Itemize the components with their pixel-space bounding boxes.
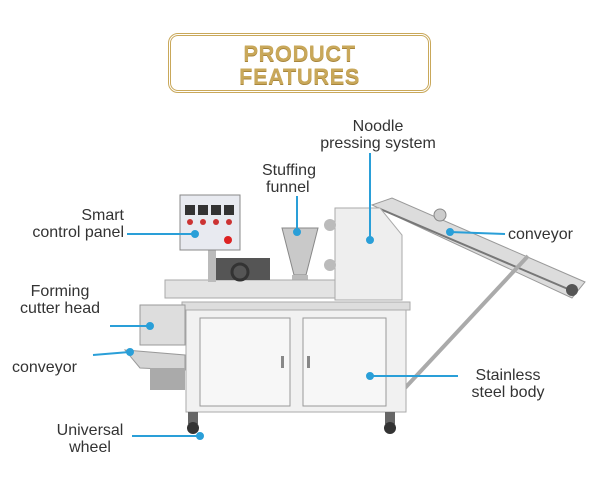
title-banner: PRODUCT FEATURES [168, 33, 431, 93]
label-line: wheel [69, 439, 111, 456]
label-line: Smart [81, 207, 124, 224]
label-line: conveyor [508, 226, 573, 243]
support-rod [403, 254, 530, 390]
label-conveyor-right: conveyor [508, 226, 573, 243]
label-line: Stainless [475, 367, 541, 384]
left-conveyor [123, 349, 186, 390]
label-conveyor-left: conveyor [12, 359, 77, 376]
label-universal-wheel: Universal wheel [50, 422, 130, 456]
label-forming-cutter-head: Forming cutter head [12, 283, 108, 317]
label-line: Universal [56, 422, 124, 439]
label-smart-control-panel: Smart control panel [12, 207, 124, 241]
label-line: Noodle [352, 118, 404, 135]
title-line2: FEATURES [239, 64, 360, 89]
title-line1: PRODUCT [243, 41, 356, 66]
machine-body [181, 301, 411, 413]
control-panel-shape [179, 194, 241, 282]
label-line: conveyor [12, 359, 77, 376]
label-stuffing-funnel: Stuffing funnel [262, 162, 316, 196]
label-stainless-steel-body: Stainless steel body [462, 367, 554, 401]
label-line: cutter head [19, 300, 101, 317]
right-conveyor [370, 197, 586, 299]
noodle-pressing-unit [324, 207, 403, 301]
label-line: steel body [471, 384, 545, 401]
label-noodle-pressing-system: Noodle pressing system [308, 118, 448, 152]
label-line: control panel [32, 224, 124, 241]
label-line: funnel [266, 179, 310, 196]
label-line: Stuffing [262, 162, 316, 179]
label-line: pressing system [320, 135, 436, 152]
wheels [187, 412, 396, 434]
leader-lines [92, 153, 506, 440]
label-line: Forming [30, 283, 90, 300]
